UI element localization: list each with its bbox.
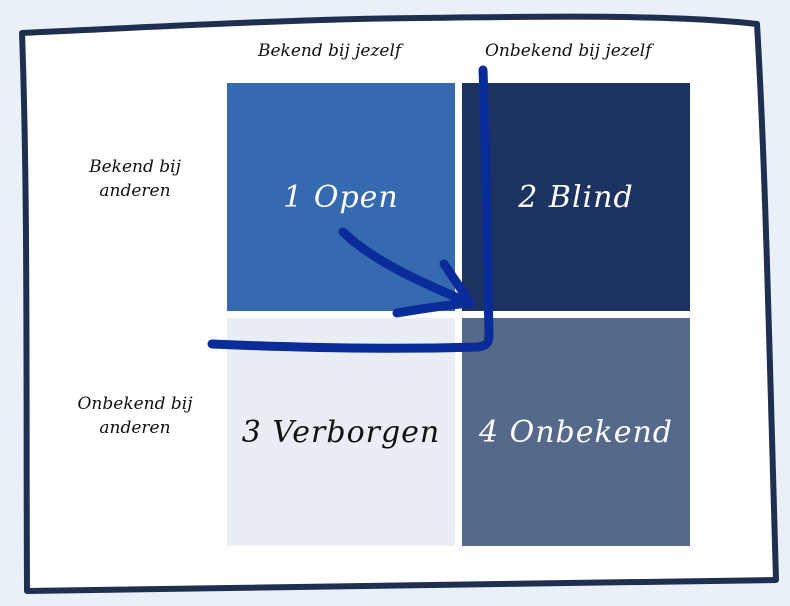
row-label-known-others: Bekend bij anderen: [89, 157, 181, 201]
quadrant-blind: 2 Blind: [462, 83, 690, 311]
quadrant-hidden: 3 Verborgen: [227, 318, 455, 546]
row-label-unknown-others: Onbekend bij anderen: [77, 394, 193, 438]
quadrant-open-label: 1 Open: [283, 179, 399, 215]
quadrant-unknown: 4 Onbekend: [462, 318, 690, 546]
marker-arrow-head: [392, 259, 475, 318]
marker-arrow-shaft: [338, 227, 475, 308]
quadrant-unknown-label: 4 Onbekend: [479, 414, 673, 450]
column-label-unknown-self: Onbekend bij jezelf: [485, 41, 652, 61]
column-label-known-self: Bekend bij jezelf: [258, 41, 402, 61]
quadrant-blind-label: 2 Blind: [518, 179, 634, 215]
quadrant-hidden-label: 3 Verborgen: [241, 414, 441, 450]
quadrant-open: 1 Open: [227, 83, 455, 311]
marker-corner-line: [207, 65, 494, 353]
